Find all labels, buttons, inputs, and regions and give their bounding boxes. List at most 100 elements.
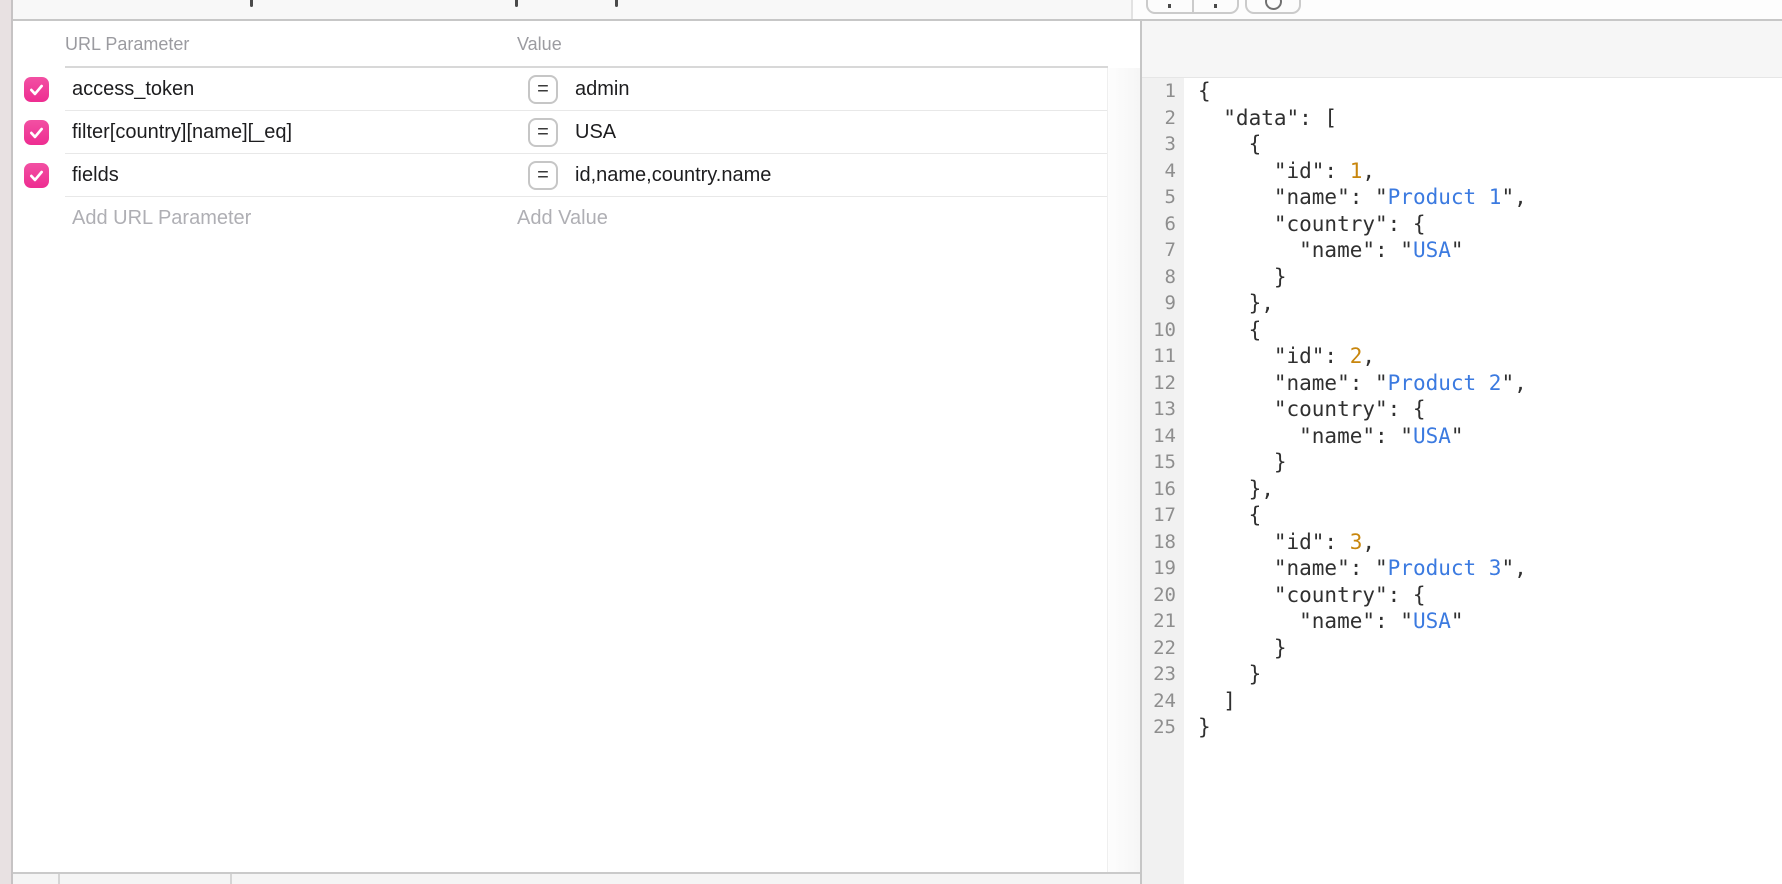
code-line: 10 { xyxy=(1142,317,1782,344)
param-row: filter[country][name][_eq] = USA xyxy=(13,111,1140,154)
refresh-button[interactable] xyxy=(1245,0,1301,14)
code-line-text: { xyxy=(1198,79,1211,103)
line-number: 10 xyxy=(1153,318,1176,341)
response-json-panel: 1 { 2 "data": [ 3 { 4 "id": 1, 5 "name":… xyxy=(1142,21,1782,884)
clipped-text-mark xyxy=(250,0,253,7)
status-bar-divider xyxy=(58,874,60,884)
code-line-text: "id": 1, xyxy=(1198,158,1376,183)
line-number: 16 xyxy=(1153,477,1176,500)
code-line: 13 "country": { xyxy=(1142,396,1782,423)
checkmark-icon xyxy=(30,127,43,139)
operator-button[interactable]: = xyxy=(528,161,558,190)
params-table-header: URL Parameter Value xyxy=(13,21,1140,68)
nav-button-group xyxy=(1146,0,1239,14)
bottom-status-bar xyxy=(13,872,1140,884)
line-number: 9 xyxy=(1164,292,1176,314)
code-line-text: "country": { xyxy=(1198,211,1426,236)
nav-back-icon[interactable] xyxy=(1168,4,1171,8)
param-name-field[interactable]: filter[country][name][_eq] xyxy=(72,121,293,143)
param-checkbox[interactable] xyxy=(24,163,49,188)
clipped-text-mark xyxy=(615,0,618,7)
param-name-field[interactable]: access_token xyxy=(72,78,195,100)
line-number: 14 xyxy=(1153,424,1176,447)
line-number: 13 xyxy=(1153,398,1176,420)
line-number: 8 xyxy=(1164,265,1176,288)
code-line-text: "name": "USA" xyxy=(1198,423,1464,448)
code-line-text: } xyxy=(1198,715,1211,739)
operator-button[interactable]: = xyxy=(528,118,558,147)
code-line: 18 "id": 3, xyxy=(1142,529,1782,556)
add-value-field[interactable]: Add Value xyxy=(517,207,608,229)
clipped-text-mark xyxy=(515,0,518,7)
add-url-parameter-field[interactable]: Add URL Parameter xyxy=(72,207,252,229)
code-line: 6 "country": { xyxy=(1142,211,1782,238)
code-line: 19 "name": "Product 3", xyxy=(1142,555,1782,582)
code-line: 14 "name": "USA" xyxy=(1142,423,1782,450)
code-line-text: "country": { xyxy=(1198,397,1426,421)
code-line: 22 } xyxy=(1142,635,1782,662)
code-line-text: } xyxy=(1198,662,1262,686)
response-header-bar xyxy=(1142,21,1782,78)
param-value-field[interactable]: admin xyxy=(575,78,630,100)
nav-forward-icon[interactable] xyxy=(1214,4,1217,8)
line-number: 17 xyxy=(1153,504,1176,526)
line-number: 1 xyxy=(1164,80,1176,102)
checkmark-icon xyxy=(30,170,43,182)
code-line-text: { xyxy=(1198,317,1262,342)
code-line-text: "name": "Product 3", xyxy=(1198,556,1527,580)
code-line-text: "id": 3, xyxy=(1198,529,1376,554)
line-number: 11 xyxy=(1153,345,1176,367)
json-code-view: 1 { 2 "data": [ 3 { 4 "id": 1, 5 "name":… xyxy=(1142,78,1782,741)
line-number: 21 xyxy=(1153,610,1176,632)
code-line-text: "name": "Product 1", xyxy=(1198,185,1527,209)
code-line: 3 { xyxy=(1142,131,1782,158)
code-line: 17 { xyxy=(1142,502,1782,529)
code-line-text: ] xyxy=(1198,688,1236,713)
line-number: 12 xyxy=(1153,371,1176,394)
code-line-text: "data": [ xyxy=(1198,105,1338,130)
code-line: 1 { xyxy=(1142,78,1782,105)
code-line-text: { xyxy=(1198,503,1262,527)
line-number: 24 xyxy=(1153,689,1176,712)
line-number: 6 xyxy=(1164,212,1176,235)
code-line: 24 ] xyxy=(1142,688,1782,715)
panel-splitter[interactable] xyxy=(1140,21,1142,884)
code-line-text: "country": { xyxy=(1198,582,1426,607)
line-number: 25 xyxy=(1153,716,1176,738)
line-number-gutter xyxy=(1142,78,1184,884)
code-line-text: } xyxy=(1198,450,1287,474)
code-line-text: "id": 2, xyxy=(1198,344,1376,368)
param-value-field[interactable]: id,name,country.name xyxy=(575,164,772,186)
line-number: 4 xyxy=(1164,159,1176,182)
code-line: 11 "id": 2, xyxy=(1142,343,1782,370)
code-line: 7 "name": "USA" xyxy=(1142,237,1782,264)
code-line-text: }, xyxy=(1198,291,1274,315)
line-number: 20 xyxy=(1153,583,1176,606)
code-line: 5 "name": "Product 1", xyxy=(1142,184,1782,211)
param-value-field[interactable]: USA xyxy=(575,121,617,143)
code-line: 25 } xyxy=(1142,714,1782,741)
code-line-text: } xyxy=(1198,264,1287,289)
column-header-url-parameter: URL Parameter xyxy=(65,34,190,54)
params-scrollbar-track[interactable] xyxy=(1107,68,1140,872)
code-line: 8 } xyxy=(1142,264,1782,291)
line-number: 22 xyxy=(1153,636,1176,659)
add-param-row: Add URL Parameter Add Value xyxy=(13,197,1140,240)
code-line: 23 } xyxy=(1142,661,1782,688)
column-header-value: Value xyxy=(517,34,562,54)
code-line: 15 } xyxy=(1142,449,1782,476)
param-name-field[interactable]: fields xyxy=(72,164,119,186)
status-bar-divider xyxy=(230,874,232,884)
line-number: 2 xyxy=(1164,106,1176,129)
line-number: 23 xyxy=(1153,663,1176,685)
param-checkbox[interactable] xyxy=(24,77,49,102)
response-body: 1 { 2 "data": [ 3 { 4 "id": 1, 5 "name":… xyxy=(1142,78,1782,884)
code-line: 20 "country": { xyxy=(1142,582,1782,609)
param-checkbox[interactable] xyxy=(24,120,49,145)
adjacent-panel-edge xyxy=(0,0,13,884)
checkmark-icon xyxy=(30,84,43,96)
operator-button[interactable]: = xyxy=(528,75,558,104)
line-number: 5 xyxy=(1164,186,1176,208)
refresh-icon xyxy=(1265,0,1282,10)
